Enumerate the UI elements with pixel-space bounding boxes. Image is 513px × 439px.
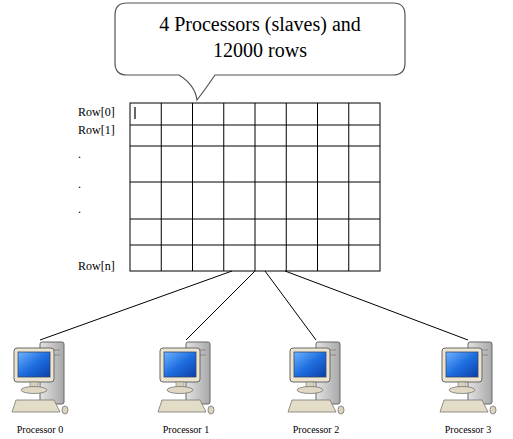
grid-row-line: [130, 146, 380, 147]
processor-computer: Processor 1: [148, 340, 224, 436]
connector-line: [40, 271, 232, 340]
grid-column-line: [255, 103, 256, 271]
processor-label: Processor 1: [148, 424, 224, 436]
text-cursor: [134, 107, 135, 119]
bubble-text: 4 Processors (slaves) and 12000 rows: [115, 3, 405, 71]
grid-row-line: [130, 182, 380, 183]
processor-computer: Processor 0: [2, 340, 78, 436]
grid-column-line: [286, 103, 287, 271]
processor-computer: Processor 3: [430, 340, 506, 436]
speech-bubble: 4 Processors (slaves) and 12000 rows: [115, 3, 405, 75]
processor-computer: Processor 2: [278, 340, 354, 436]
bubble-path: [115, 3, 405, 100]
row-label: .: [78, 147, 81, 161]
processor-label: Processor 2: [278, 424, 354, 436]
connector-line: [186, 271, 255, 340]
computer-icon: [430, 340, 506, 424]
row-label: .: [78, 177, 81, 191]
grid-column-line: [348, 103, 349, 271]
row-label: Row[1]: [78, 123, 115, 137]
grid-column-line: [317, 103, 318, 271]
connector-line: [285, 271, 468, 340]
computer-icon: [2, 340, 78, 424]
grid-column-line: [192, 103, 193, 271]
processor-label: Processor 3: [430, 424, 506, 436]
computer-icon: [148, 340, 224, 424]
grid-row-line: [130, 219, 380, 220]
grid-column-line: [223, 103, 224, 271]
connector-line: [265, 271, 316, 340]
data-grid: Row[0]Row[1]...Row[n]: [130, 103, 380, 271]
grid-row-line: [130, 125, 380, 126]
grid-row-line: [130, 245, 380, 246]
grid-border: [130, 103, 380, 271]
row-label: Row[0]: [78, 105, 115, 119]
table-grid: [130, 103, 380, 271]
row-label: Row[n]: [78, 259, 115, 273]
grid-column-line: [161, 103, 162, 271]
processor-label: Processor 0: [2, 424, 78, 436]
computer-icon: [278, 340, 354, 424]
row-label: .: [78, 202, 81, 216]
